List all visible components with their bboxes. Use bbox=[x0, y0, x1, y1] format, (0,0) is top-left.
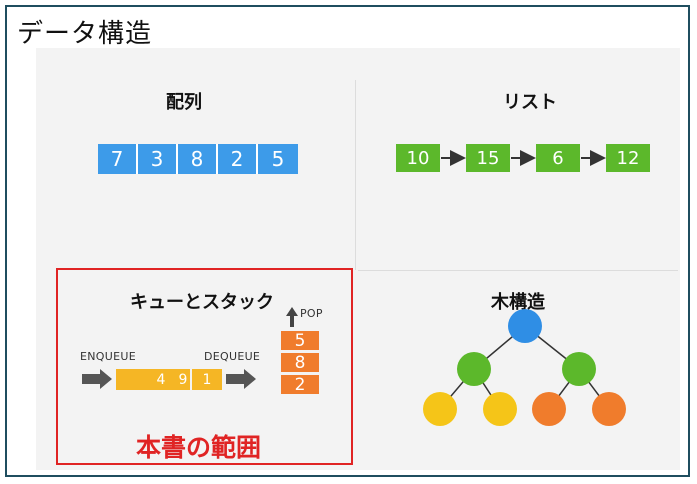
queue-cell: 1 bbox=[192, 369, 222, 390]
diagram-panel bbox=[36, 48, 680, 470]
pop-arrow-icon bbox=[286, 307, 298, 327]
list-node: 6 bbox=[536, 144, 580, 172]
scope-label: 本書の範囲 bbox=[136, 433, 262, 462]
dequeue-arrow-icon bbox=[226, 369, 256, 389]
array-title: 配列 bbox=[166, 92, 202, 113]
array-cell: 7 bbox=[98, 144, 138, 174]
queue-stack-title: キューとスタック bbox=[130, 292, 274, 313]
tree-node bbox=[457, 352, 491, 386]
enqueue-arrow-icon bbox=[82, 369, 112, 389]
dequeue-label: DEQUEUE bbox=[204, 350, 261, 363]
tree-node bbox=[562, 352, 596, 386]
vertical-divider bbox=[355, 80, 356, 270]
stack-cell: 8 bbox=[281, 353, 319, 373]
enqueue-label: ENQUEUE bbox=[80, 350, 136, 363]
tree-leaf-node bbox=[532, 392, 566, 426]
array-cell: 8 bbox=[178, 144, 218, 174]
list-node: 15 bbox=[466, 144, 510, 172]
tree-root-node bbox=[508, 309, 542, 343]
pop-label: POP bbox=[300, 307, 323, 320]
slide-title: データ構造 bbox=[17, 19, 153, 49]
queue-cell: 4 bbox=[146, 369, 176, 390]
stack-cell: 2 bbox=[281, 375, 319, 395]
queue-cell bbox=[116, 369, 148, 390]
list-node: 10 bbox=[396, 144, 440, 172]
horizontal-divider bbox=[358, 270, 678, 271]
queue-cell: 9 bbox=[176, 369, 190, 390]
tree-leaf-node bbox=[483, 392, 517, 426]
array-cell: 2 bbox=[218, 144, 258, 174]
tree-title: 木構造 bbox=[491, 292, 545, 313]
stack-cell: 5 bbox=[281, 331, 319, 351]
scope-highlight-box bbox=[56, 268, 353, 465]
array-cell: 3 bbox=[138, 144, 178, 174]
list-title: リスト bbox=[503, 92, 557, 113]
tree-leaf-node bbox=[423, 392, 457, 426]
tree-leaf-node bbox=[592, 392, 626, 426]
list-node: 12 bbox=[606, 144, 650, 172]
array-cell: 5 bbox=[258, 144, 298, 174]
